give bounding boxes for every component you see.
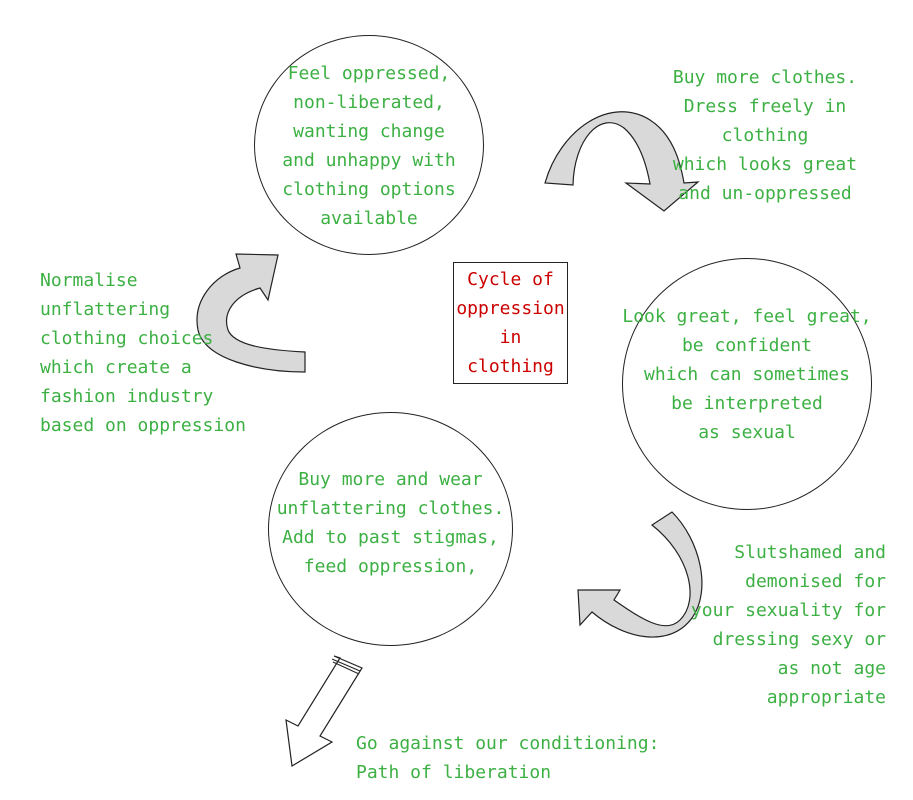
arrow-liberation [285, 655, 363, 767]
diagram-title-box: Cycle of oppression in clothing [453, 262, 568, 384]
node-normalise: Normalise unflattering clothing choices … [40, 270, 246, 436]
circle-buy-unflattering [268, 412, 513, 646]
arrow-left [196, 253, 306, 373]
arrow-bottom-right [577, 511, 703, 638]
circle-feel-oppressed [254, 35, 484, 255]
node-look-great: Look great, feel great, be confident whi… [622, 306, 872, 443]
node-buy-more-freely: Buy more clothes. Dress freely in clothi… [672, 67, 858, 204]
diagram-title: Cycle of oppression in clothing [456, 269, 565, 377]
node-slutshamed: Slutshamed and demonised for your sexual… [690, 542, 886, 708]
arrow-top-right [544, 111, 700, 212]
node-feel-oppressed: Feel oppressed, non-liberated, wanting c… [282, 63, 456, 229]
circle-look-great [622, 258, 872, 510]
node-buy-unflattering: Buy more and wear unflattering clothes. … [276, 469, 505, 577]
node-liberation: Go against our conditioning: Path of lib… [356, 733, 660, 783]
